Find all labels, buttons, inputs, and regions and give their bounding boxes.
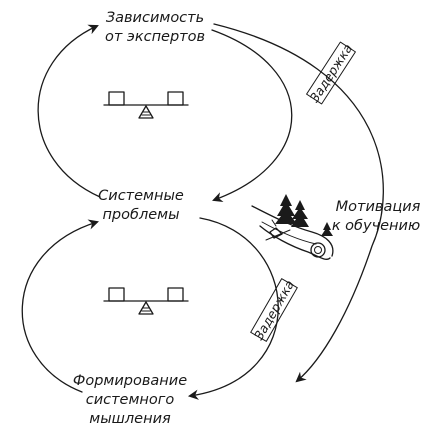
node-learning-motivation: Мотивация к обучению xyxy=(332,199,421,234)
node-expert-dependence: Зависимость от экспертов xyxy=(105,10,205,45)
arrow-problems-to-expert-dependence xyxy=(37,24,101,198)
node-systems-thinking-line-2: системного xyxy=(86,392,175,408)
node-systems-thinking: Формирование системного мышления xyxy=(73,373,187,427)
balance-scale-icon xyxy=(103,287,189,315)
arrow-problems-to-systems-thinking xyxy=(187,217,279,400)
node-system-problems-line-2: проблемы xyxy=(102,207,179,223)
node-systems-thinking-line-3: мышления xyxy=(89,411,171,427)
node-learning-motivation-line-1: Мотивация xyxy=(336,199,421,215)
node-systems-thinking-line-1: Формирование xyxy=(73,373,187,389)
node-expert-dependence-line-1: Зависимость xyxy=(106,10,204,26)
skier-on-slope-icon xyxy=(251,194,334,260)
arrow-expert-dependence-to-problems xyxy=(211,29,293,203)
balance-scale-icon xyxy=(103,91,189,119)
arrow-systems-thinking-to-problems xyxy=(21,219,99,393)
delay-marker-upper: Задержка xyxy=(306,41,356,105)
node-learning-motivation-line-2: к обучению xyxy=(332,218,420,234)
delay-label-upper: Задержка xyxy=(307,41,356,105)
arrow-expert-dependence-to-systems-thinking xyxy=(213,23,384,383)
node-expert-dependence-line-2: от экспертов xyxy=(105,29,205,45)
node-system-problems-line-1: Системные xyxy=(98,188,184,204)
node-system-problems: Системные проблемы xyxy=(98,188,184,223)
